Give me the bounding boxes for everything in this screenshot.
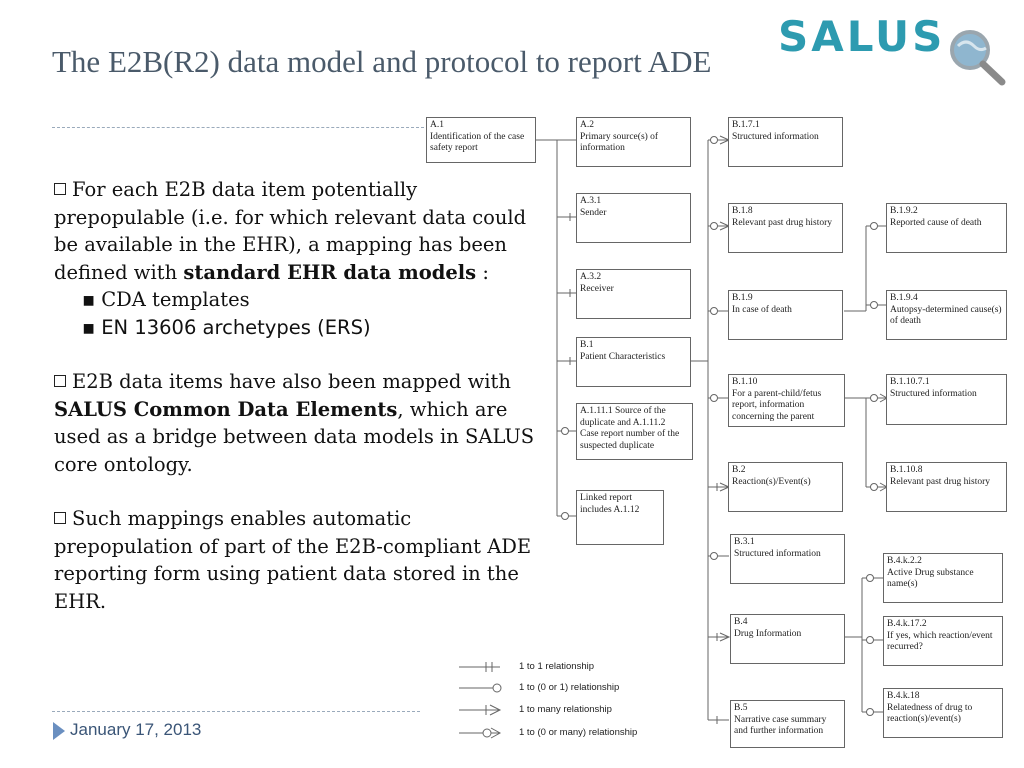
magnifier-globe-icon: [950, 30, 1006, 86]
slide-body: For each E2B data item potentially prepo…: [54, 176, 544, 615]
paragraph-2: E2B data items have also been mapped wit…: [54, 370, 535, 476]
slide-title: The E2B(R2) data model and protocol to r…: [52, 44, 712, 79]
footer-date: January 17, 2013: [70, 720, 202, 739]
footer-divider: [52, 711, 420, 712]
bullet-cda: CDA templates: [54, 286, 544, 314]
legend-one-to-zero-or-one: 1 to (0 or 1) relationship: [519, 682, 620, 693]
arrow-right-icon: [53, 722, 65, 740]
salus-logo: SALUS: [778, 8, 1018, 88]
legend-one-to-one: 1 to 1 relationship: [519, 661, 594, 672]
paragraph-1: For each E2B data item potentially prepo…: [54, 178, 527, 284]
legend-one-to-many: 1 to many relationship: [519, 704, 612, 715]
paragraph-3: Such mappings enables automatic prepopul…: [54, 507, 532, 613]
legend-one-to-zero-or-many: 1 to (0 or many) relationship: [519, 727, 638, 738]
bullet-en13606: EN 13606 archetypes (ERS): [54, 314, 544, 342]
checkbox-bullet-icon: [54, 512, 66, 524]
title-divider: [52, 127, 424, 128]
checkbox-bullet-icon: [54, 183, 66, 195]
checkbox-bullet-icon: [54, 375, 66, 387]
logo-text: SALUS: [778, 12, 946, 61]
